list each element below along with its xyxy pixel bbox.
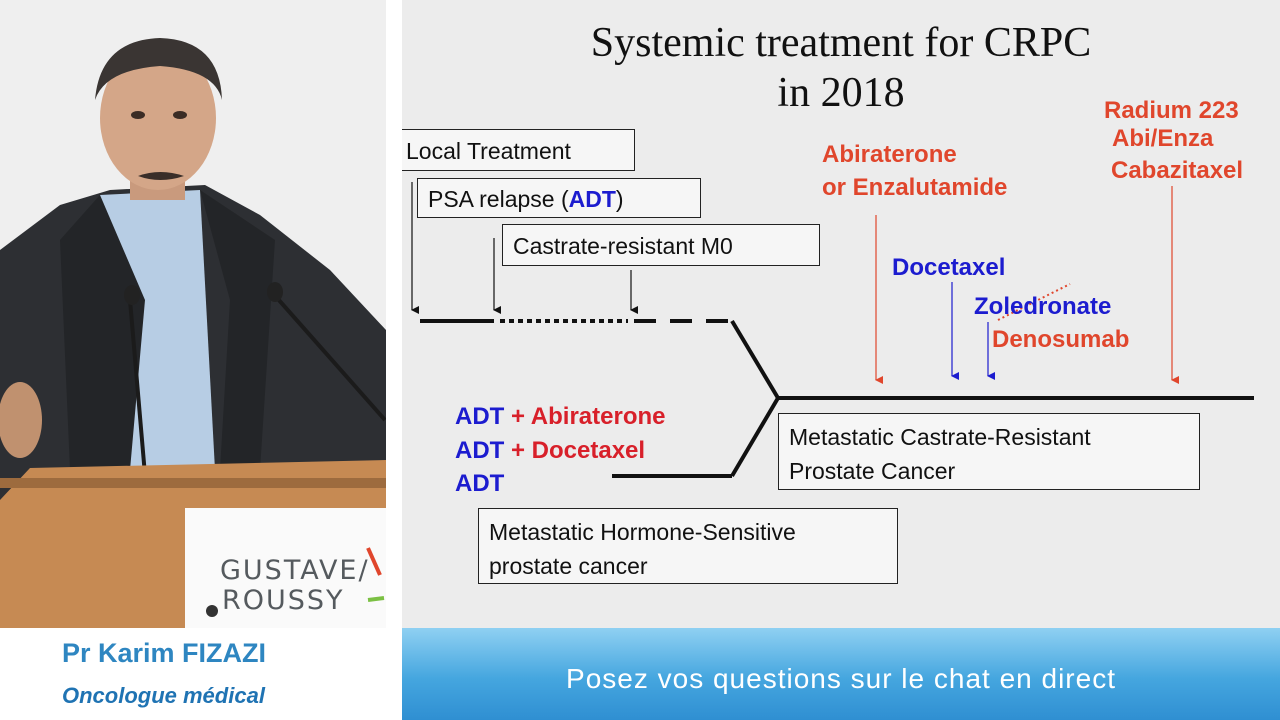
docetaxel-label: Docetaxel: [892, 254, 1006, 281]
mhspc-line2: prostate cancer: [489, 553, 648, 579]
speaker-caption-panel: [0, 628, 386, 720]
podium-logo-line1: GUSTAVE/: [220, 555, 370, 586]
psa-relapse-adt: ADT: [568, 186, 616, 212]
hs-option-2-plus: + Docetaxel: [504, 437, 646, 464]
timeline-diagram: [411, 182, 1254, 478]
mcrpc-line1: Metastatic Castrate-Resistant: [789, 424, 1091, 450]
denosumab-label: Denosumab: [992, 326, 1130, 353]
abiraterone-line2: or Enzalutamide: [822, 174, 1008, 201]
mcrpc-box: Metastatic Castrate-Resistant Prostate C…: [778, 413, 1200, 490]
hs-option-adt-docetaxel: ADT + Docetaxel: [455, 434, 645, 467]
slide-title-line1: Systemic treatment for CRPC: [590, 20, 1092, 66]
psa-relapse-box: PSA relapse (ADT): [417, 178, 701, 218]
speaker-illustration: [0, 0, 386, 628]
presentation-slide: Systemic treatment for CRPC in 2018: [402, 0, 1280, 630]
abiraterone-label: Abiraterone or Enzalutamide: [822, 138, 1007, 204]
chat-question-text: Posez vos questions sur le chat en direc…: [566, 663, 1116, 694]
denosumab-dotted-link: [997, 283, 1071, 321]
hs-option-3-adt: ADT: [455, 470, 505, 497]
speaker-role: Oncologue médical: [62, 683, 265, 708]
hs-option-adt: ADT: [455, 467, 504, 500]
cabazitaxel-label: Cabazitaxel: [1111, 157, 1244, 184]
hs-option-1-plus: + Abiraterone: [504, 403, 666, 430]
psa-relapse-suffix: ): [615, 186, 624, 212]
radium-label: Radium 223: [1104, 97, 1239, 124]
psa-relapse-prefix: PSA relapse (: [428, 186, 569, 212]
mhspc-line1: Metastatic Hormone-Sensitive: [489, 519, 796, 545]
slide-title-line2: in 2018: [777, 70, 905, 116]
abiraterone-line1: Abiraterone: [822, 141, 957, 168]
hs-option-adt-abiraterone: ADT + Abiraterone: [455, 400, 665, 433]
speaker-video: GUSTAVE/ ROUSSY: [0, 0, 386, 628]
upper-convergence-line: [730, 319, 780, 400]
zoledronate-label: Zoledronate: [974, 293, 1112, 320]
mhspc-box: Metastatic Hormone-Sensitive prostate ca…: [478, 508, 898, 584]
abi-enza-label: Abi/Enza: [1112, 125, 1214, 152]
chat-question-banner: Posez vos questions sur le chat en direc…: [402, 628, 1280, 720]
mcrpc-line2: Prostate Cancer: [789, 458, 956, 484]
hs-option-1-adt: ADT: [455, 403, 505, 430]
castrate-resistant-m0-box: Castrate-resistant M0: [502, 224, 820, 266]
podium-logo-line2: ROUSSY: [222, 585, 345, 616]
hs-option-2-adt: ADT: [455, 437, 505, 464]
speaker-name: Pr Karim FIZAZI: [62, 638, 267, 668]
local-treatment-box: Local Treatment: [402, 129, 635, 171]
lower-convergence-diagonal: [730, 396, 780, 478]
slide-title: Systemic treatment for CRPC in 2018: [402, 18, 1280, 118]
